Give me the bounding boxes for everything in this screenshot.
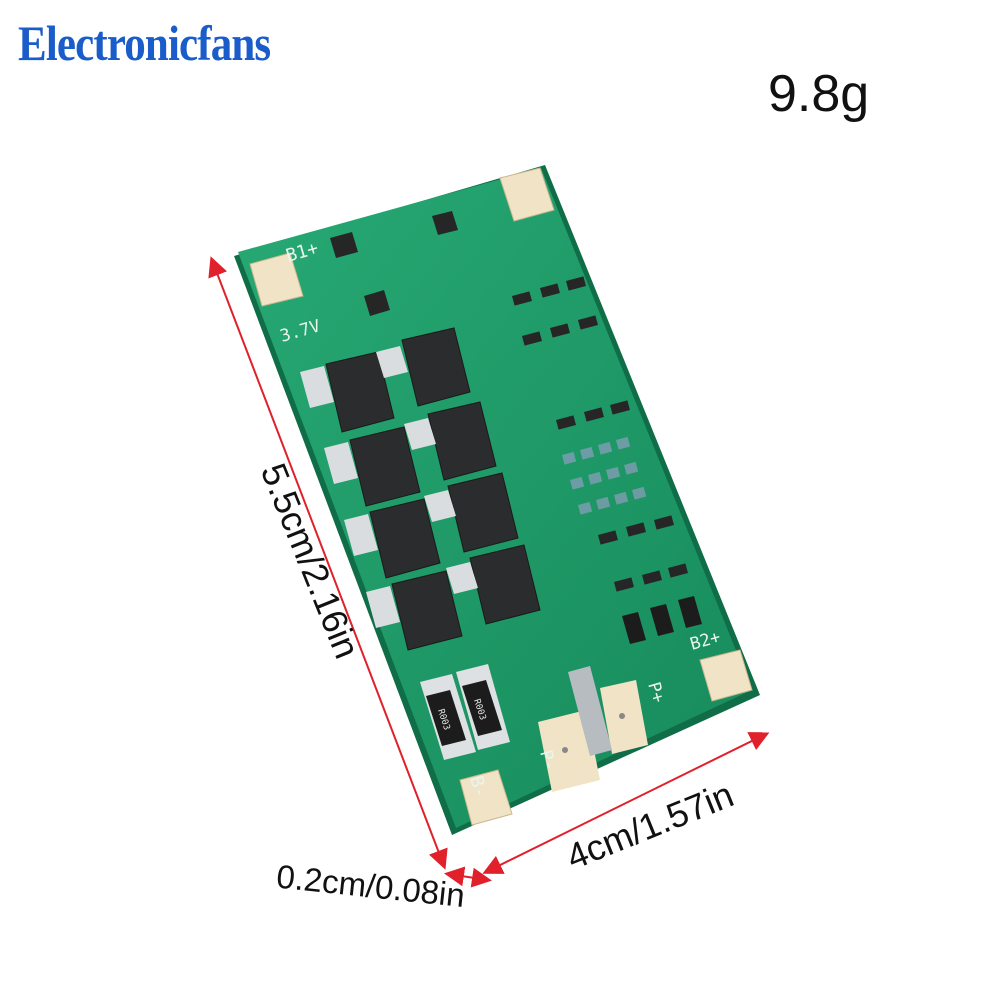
pad-top-right [499,167,555,222]
brand-logo: Electronicfans [18,15,271,71]
width-arrow [482,732,770,874]
product-weight: 9.8g [768,65,870,123]
resistor-array [562,436,647,515]
pad-b2-plus [699,649,753,702]
thickness-arrow [444,866,492,888]
balance-resistors [622,596,702,644]
length-arrow [208,256,448,870]
small-components [512,276,688,592]
dimension-arrows [208,256,770,888]
